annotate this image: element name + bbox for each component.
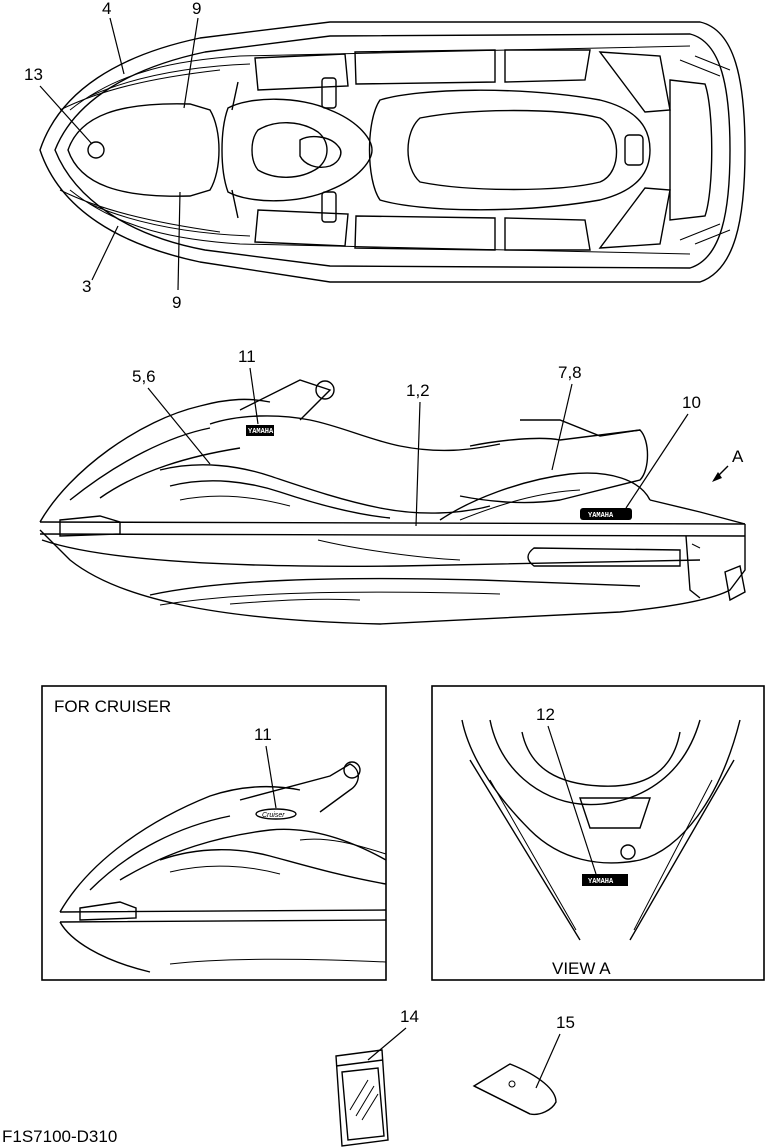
callout-14: 14 [400,1007,419,1026]
cruiser-callout-11: 11 [254,725,272,744]
cruiser-badge [255,808,297,820]
side-view-watercraft [39,379,746,625]
cruiser-badge-text: Cruiser [262,812,285,819]
callout-3: 3 [82,277,91,296]
yamaha-decal-rear-text: YAMAHA [588,878,614,886]
cruiser-panel-title: FOR CRUISER [54,697,171,716]
yamaha-decal-small [246,425,274,436]
top-view-watercraft [39,21,746,283]
callout-9-upper: 9 [192,0,201,18]
callout-1-2: 1,2 [406,381,430,400]
part-15-key-tag: 15 [472,1013,575,1116]
part-14-pouch: 14 [335,1007,419,1147]
callout-7-8: 7,8 [558,363,582,382]
yamaha-decal-side-text: YAMAHA [588,512,614,520]
yamaha-decal-side [580,508,632,520]
callout-4: 4 [102,0,111,18]
top-view-callouts: 4 9 13 3 9 [24,0,201,312]
yamaha-decal-small-text: YAMAHA [248,428,274,436]
cruiser-panel: FOR CRUISER 11 Cruiser [41,685,387,981]
callout-5-6: 5,6 [132,367,156,386]
callout-13: 13 [24,65,43,84]
diagram-code: F1S7100-D310 [2,1127,117,1146]
view-a-arrowhead-icon [712,472,722,482]
view-a-callout-12: 12 [536,705,555,724]
view-a-marker: A [732,447,744,466]
callout-9-lower: 9 [172,293,181,312]
side-view-decals: YAMAHA YAMAHA [246,425,632,520]
yamaha-decal-rear [582,874,628,886]
callout-11: 11 [238,347,256,366]
side-view-callouts: 11 5,6 1,2 7,8 10 A [132,347,744,527]
view-a-caption: VIEW A [552,959,611,978]
callout-10: 10 [682,393,701,412]
callout-15: 15 [556,1013,575,1032]
view-a-panel: 12 YAMAHA VIEW A [431,685,765,981]
